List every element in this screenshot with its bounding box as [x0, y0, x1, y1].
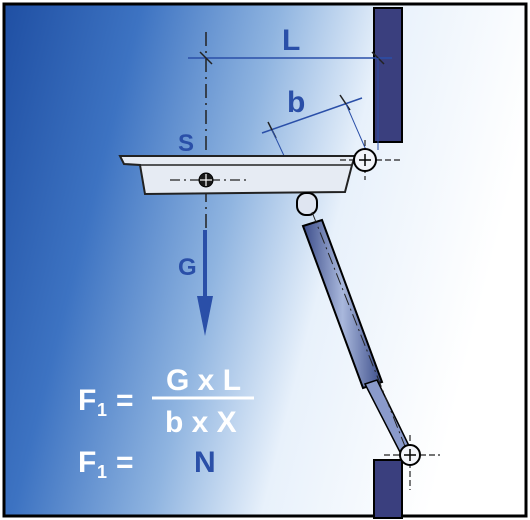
- label-b: b: [287, 86, 305, 119]
- formula-eq-2: =: [116, 446, 134, 479]
- flap-tray: [118, 155, 357, 196]
- label-G: G: [178, 254, 197, 281]
- wall-lower: [373, 459, 403, 519]
- formula-sub-2: 1: [97, 462, 107, 482]
- formula-result-unit: N: [194, 446, 216, 479]
- formula-denominator: b x X: [165, 406, 237, 439]
- formula-eq-1: =: [116, 384, 134, 417]
- formula-lhs-1: F: [78, 384, 96, 417]
- gravity-arrow: [197, 230, 213, 336]
- gas-spring-strut: [296, 192, 414, 465]
- formula: F 1 = G x L b x X F 1 = N: [78, 364, 254, 482]
- wall-upper: [373, 7, 403, 143]
- formula-sub-1: 1: [97, 400, 107, 420]
- label-S: S: [178, 130, 194, 157]
- label-L: L: [282, 24, 300, 57]
- formula-lhs-2: F: [78, 446, 96, 479]
- dimension-b-extension-right: [345, 103, 367, 151]
- dimension-L-tick-left: [199, 51, 213, 65]
- formula-numerator: G x L: [166, 364, 241, 397]
- dimension-b-tick-right: [339, 94, 351, 111]
